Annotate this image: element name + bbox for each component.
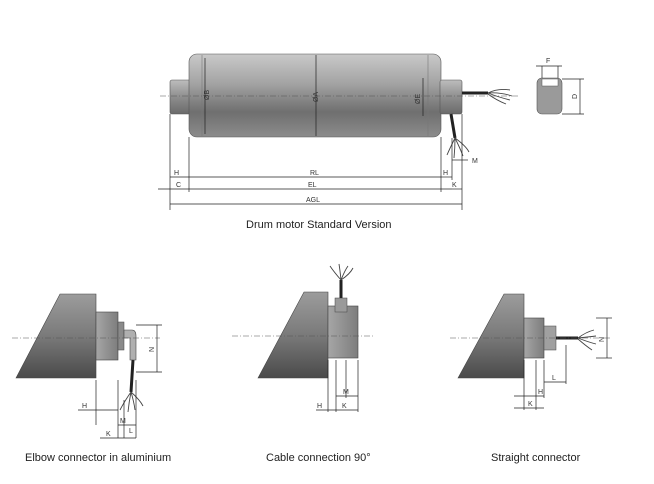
label-h: H [82, 403, 87, 410]
svg-text:ØE: ØE [415, 94, 422, 104]
label-k: K [528, 401, 533, 408]
detail-elbow-connector: N H M L K Elbow connector in aluminium [12, 293, 171, 464]
label-m: M [120, 418, 126, 425]
label-m: M [472, 158, 478, 165]
label-n: N [599, 337, 606, 342]
label-el: EL [308, 182, 317, 189]
label-dia-b: ØB [204, 90, 211, 100]
label-agl: AGL [306, 197, 320, 204]
feather-key-section: F D [536, 58, 584, 115]
svg-text:ØB: ØB [204, 90, 211, 100]
label-f: F [546, 58, 550, 65]
label-h: H [174, 170, 179, 177]
caption-elbow: Elbow connector in aluminium [25, 452, 171, 464]
detail-straight-connector: N L H K Straight connector [450, 293, 612, 464]
label-h: H [538, 389, 543, 396]
label-h: H [317, 403, 322, 410]
label-m: M [343, 389, 349, 396]
label-rl: RL [310, 170, 319, 177]
label-h-right: H [443, 170, 448, 177]
label-l: L [129, 428, 133, 435]
caption-cable-90: Cable connection 90° [266, 452, 371, 464]
caption-drum-motor: Drum motor Standard Version [246, 219, 392, 231]
label-c: C [176, 182, 181, 189]
detail-cable-90: M H K Cable connection 90° [232, 263, 375, 464]
label-k: K [342, 403, 347, 410]
caption-straight: Straight connector [491, 452, 581, 464]
label-dia-a: ØA [313, 92, 320, 102]
cable-wires [487, 88, 513, 105]
label-l: L [552, 375, 556, 382]
label-k: K [106, 431, 111, 438]
label-d: D [572, 94, 579, 99]
label-n: N [149, 347, 156, 352]
svg-text:ØA: ØA [313, 92, 320, 102]
label-dia-e: ØE [415, 94, 422, 104]
label-k: K [452, 182, 457, 189]
right-shaft [439, 79, 463, 115]
drum-motor-drawing: ØB ØA ØE H RL H M C EL K AG [158, 53, 584, 231]
